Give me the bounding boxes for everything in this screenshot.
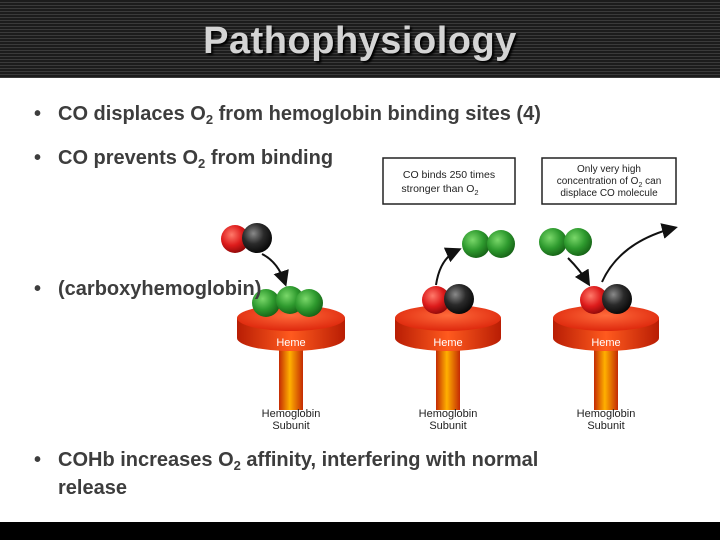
- hemoglobin-unit-2: Heme Hemoglobin Subunit: [395, 284, 501, 432]
- bullet-cohb-affinity: • COHb increases O2 affinity, interfering…: [34, 449, 674, 500]
- subscript: 2: [205, 112, 214, 127]
- hemoglobin-stalk: [594, 346, 618, 410]
- co-carbon-atom: [242, 223, 272, 253]
- o2-atom: [564, 228, 592, 256]
- co-oxygen-atom: [580, 286, 608, 314]
- slide-title: Pathophysiology: [203, 20, 517, 62]
- bullet-symbol: •: [34, 278, 42, 300]
- heme-label: Heme: [276, 337, 305, 349]
- bullet-text: CO displaces O: [58, 103, 206, 125]
- hemoglobin-stalk: [279, 346, 303, 410]
- subunit-label: Hemoglobin: [577, 408, 636, 420]
- bullet-text: affinity, interfering with normal: [240, 449, 539, 471]
- hemoglobin-unit-3: Heme Hemoglobin Subunit: [553, 284, 659, 432]
- heme-disc-top: [553, 305, 659, 331]
- subunit-label: Subunit: [587, 420, 624, 432]
- subunit-label: Hemoglobin: [419, 408, 478, 420]
- subscript: 2: [198, 156, 206, 171]
- callout-binds-250-times: CO binds 250 times stronger than O2: [382, 157, 516, 205]
- bullet-text: from hemoglobin binding sites (4): [213, 103, 541, 125]
- bullet-co-displaces: • CO displaces O2 from hemoglobin binding…: [34, 103, 541, 127]
- heme-label: Heme: [591, 337, 620, 349]
- heme-disc-top: [395, 305, 501, 331]
- bullet-text: (carboxyhemoglobin): [58, 278, 262, 300]
- co-oxygen-atom: [422, 286, 450, 314]
- co-carbon-atom: [602, 284, 632, 314]
- callout-high-concentration: Only very high concentration of O2 can d…: [541, 157, 677, 205]
- hemoglobin-unit-1: Heme Hemoglobin Subunit: [237, 286, 345, 432]
- o2-molecule-incoming: [539, 228, 592, 256]
- bullet-text-continued: release: [58, 477, 127, 499]
- subunit-label: Hemoglobin: [262, 408, 321, 420]
- callout-text: stronger than O2: [401, 183, 478, 197]
- hemoglobin-stalk: [436, 346, 460, 410]
- arrow-co-release: [601, 223, 678, 283]
- arrow-o2-approach: [567, 257, 591, 287]
- subunit-label: Subunit: [429, 420, 466, 432]
- arrow-co-binding: [261, 253, 289, 287]
- o2-molecule-displaced: [462, 230, 515, 258]
- o2-atom: [252, 289, 280, 317]
- callout-text: Only very high: [577, 164, 641, 175]
- subunit-label: Subunit: [272, 420, 309, 432]
- co-molecule-free: [221, 223, 272, 253]
- bullet-carboxyhemoglobin: • (carboxyhemoglobin): [34, 278, 261, 301]
- callout-text: concentration of O2 can: [557, 176, 662, 189]
- co-carbon-atom: [444, 284, 474, 314]
- callout-text: displace CO molecule: [560, 188, 658, 199]
- bullet-symbol: •: [34, 147, 42, 169]
- callout-text: CO binds 250 times: [403, 169, 495, 181]
- bullet-symbol: •: [34, 103, 42, 125]
- bullet-symbol: •: [34, 449, 42, 471]
- bullet-co-prevents: • CO prevents O2 from binding: [34, 147, 333, 171]
- o2-atom: [462, 230, 490, 258]
- bottom-bar: [0, 522, 720, 540]
- heme-label: Heme: [433, 337, 462, 349]
- co-oxygen-atom: [221, 225, 249, 253]
- o2-atom: [539, 228, 567, 256]
- arrow-o2-displaced: [435, 247, 462, 286]
- o2-atom: [487, 230, 515, 258]
- title-bar: Pathophysiology: [0, 0, 720, 78]
- bullet-text: COHb increases O: [58, 449, 234, 471]
- bullet-text: CO prevents O: [58, 147, 199, 169]
- bullet-text: from binding: [205, 147, 334, 169]
- o2-atom: [295, 289, 323, 317]
- subscript: 2: [233, 458, 241, 473]
